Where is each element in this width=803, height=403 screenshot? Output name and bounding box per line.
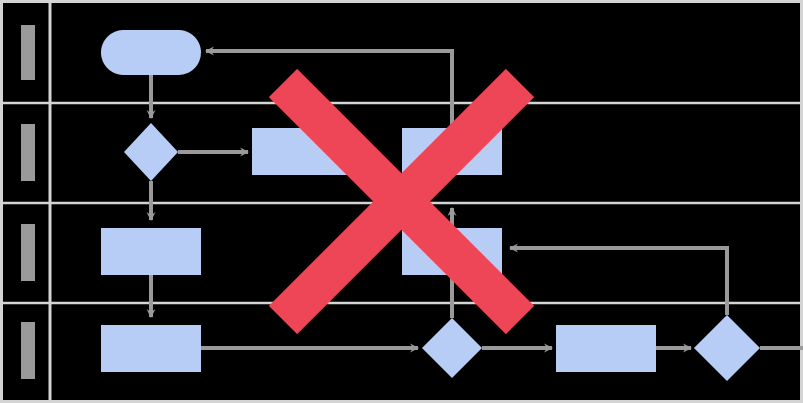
lane-label-3 [21,224,35,281]
connector-layer [146,46,803,353]
overlay-x-stroke-2 [268,68,535,335]
lane-label-2 [21,124,35,181]
node-task-6[interactable] [556,325,656,372]
node-layer [101,30,760,381]
node-task-3[interactable] [101,228,201,275]
node-decision-3[interactable] [694,315,760,381]
node-decision-2[interactable] [422,318,482,378]
node-start[interactable] [101,30,201,75]
connector-task2-to-start [205,46,454,128]
lane-label-column [21,25,35,379]
lane-label-1 [21,25,35,80]
node-task-5[interactable] [101,325,201,372]
lane-label-4 [21,322,35,379]
red-x-overlay [268,68,535,335]
connector-decision3-to-task4 [509,243,729,315]
node-decision-1[interactable] [124,123,178,181]
